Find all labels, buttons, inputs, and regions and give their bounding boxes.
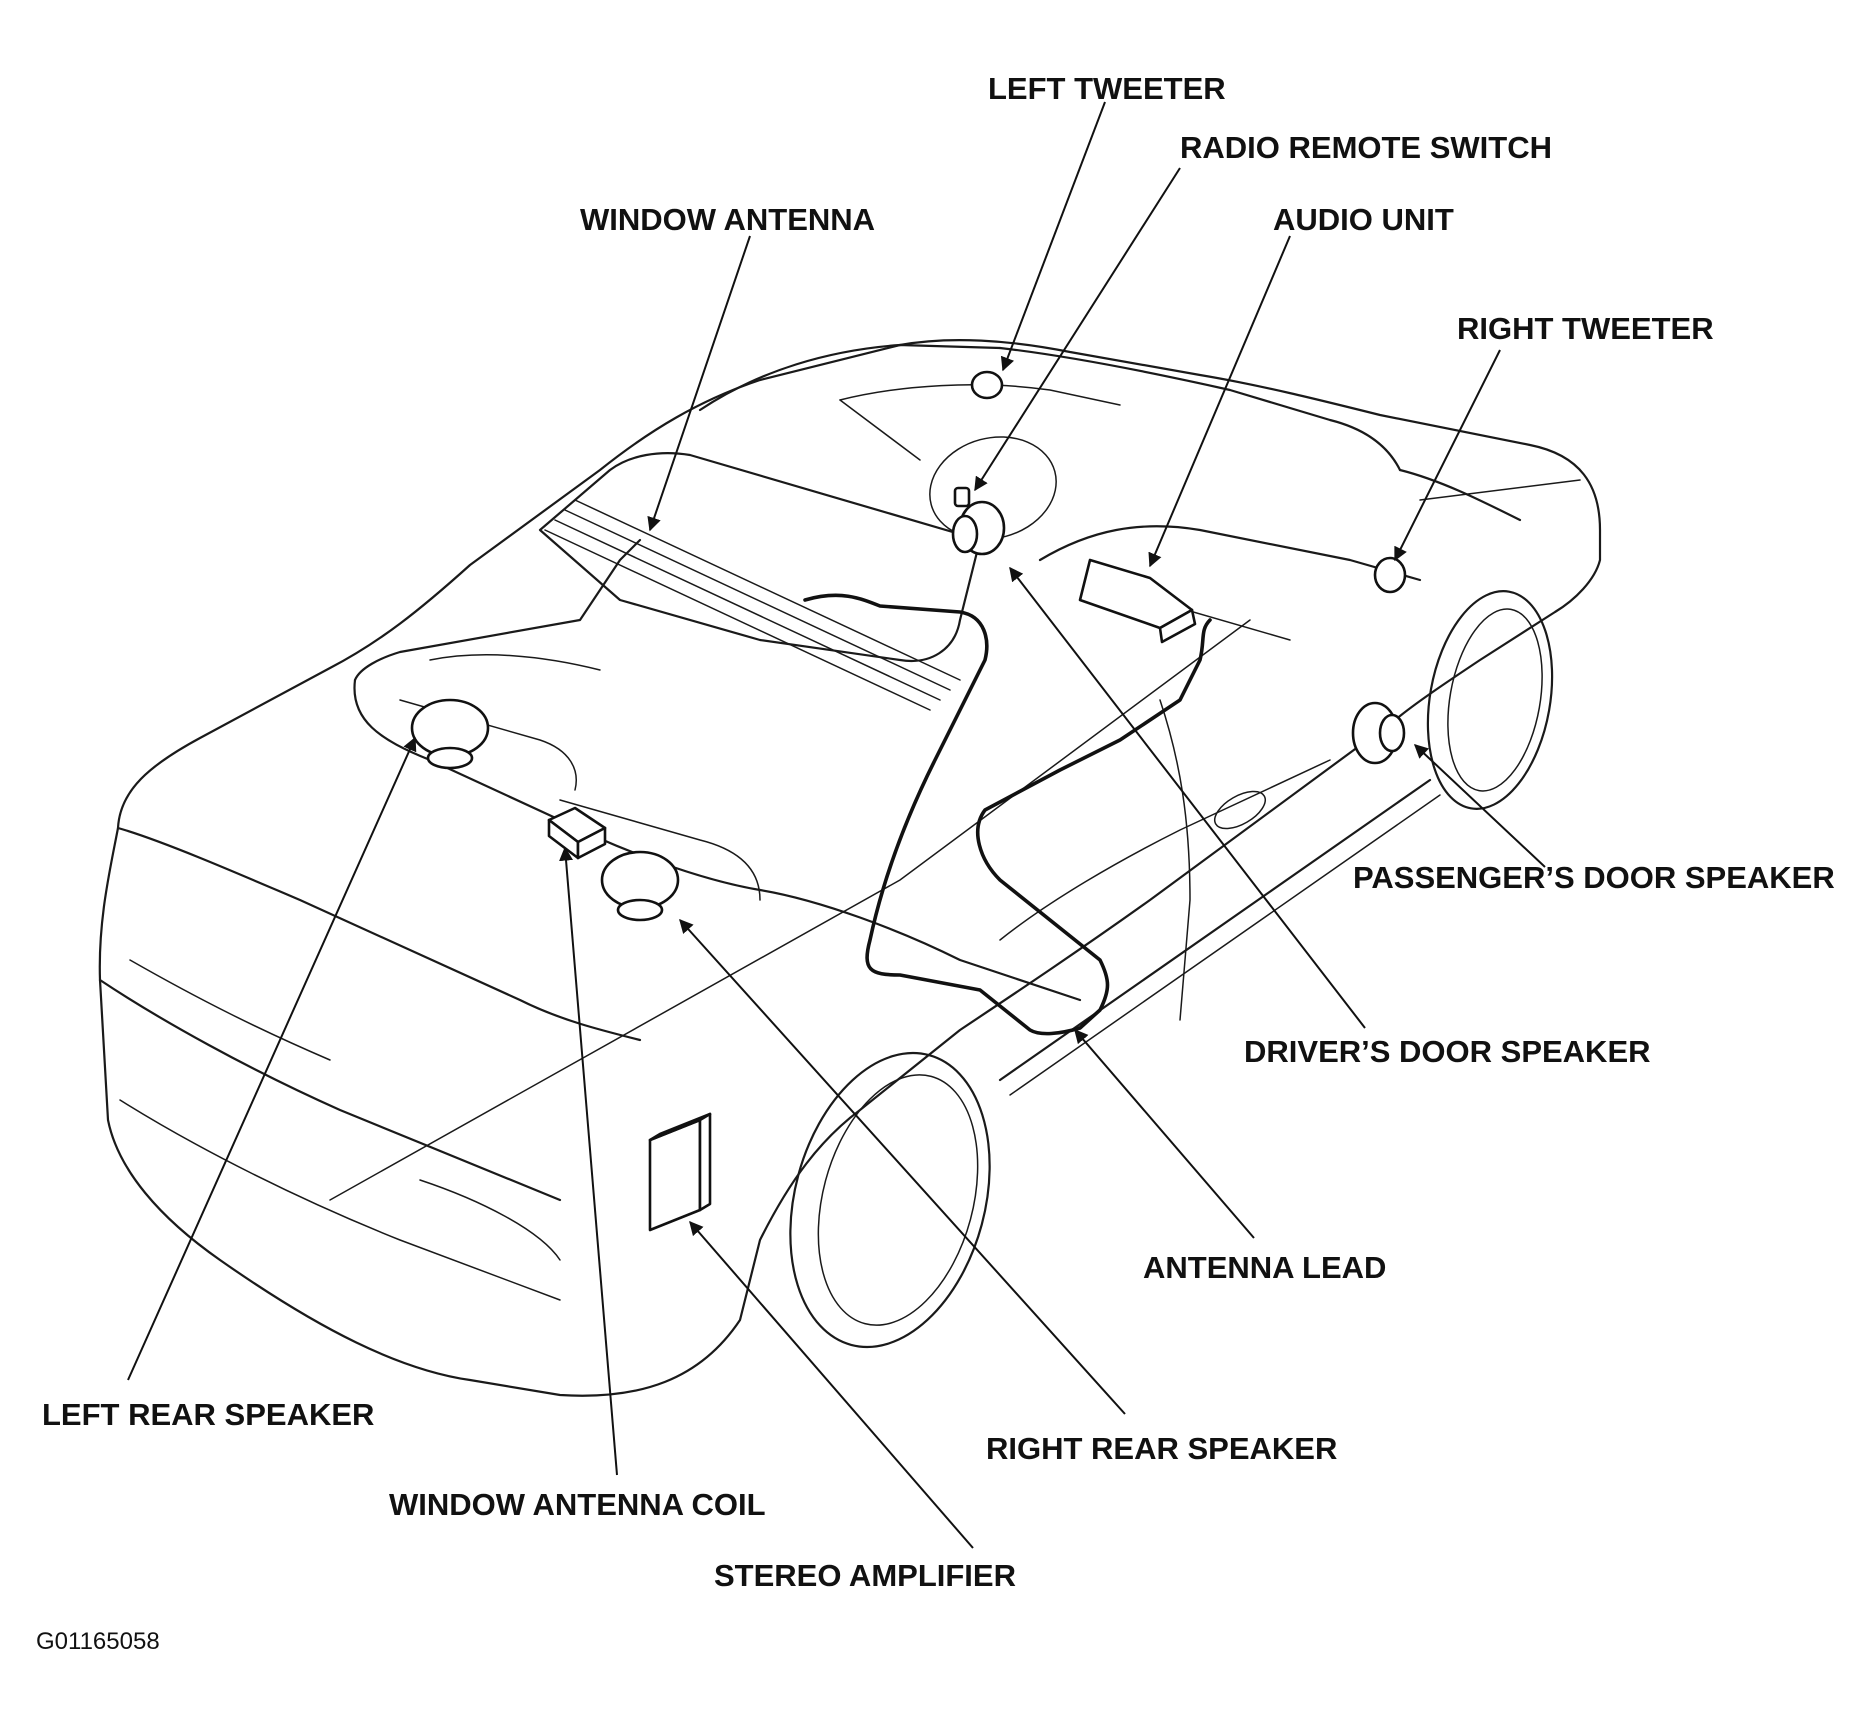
left-tweeter-component <box>970 370 1004 400</box>
right-tweeter-component <box>1373 556 1407 594</box>
label-left-tweeter: LEFT TWEETER <box>988 71 1226 106</box>
label-left-rear-speaker: LEFT REAR SPEAKER <box>42 1397 374 1432</box>
stereo-amplifier-component <box>648 1112 712 1232</box>
car-outline <box>98 339 1602 1397</box>
label-right-rear-speaker: RIGHT REAR SPEAKER <box>986 1431 1337 1466</box>
label-window-antenna-coil: WINDOW ANTENNA COIL <box>389 1487 766 1522</box>
audio-unit-component <box>1078 558 1197 644</box>
label-audio-unit: AUDIO UNIT <box>1273 202 1454 237</box>
figure-code: G01165058 <box>36 1628 160 1655</box>
leader-lines <box>127 101 1546 1549</box>
label-radio-remote-switch: RADIO REMOTE SWITCH <box>1180 130 1552 165</box>
label-stereo-amplifier: STEREO AMPLIFIER <box>714 1558 1016 1593</box>
radio-remote-switch-component <box>953 486 971 508</box>
label-window-antenna: WINDOW ANTENNA <box>580 202 875 237</box>
drivers-door-speaker-component <box>951 500 1006 556</box>
label-drivers-door-speaker: DRIVER’S DOOR SPEAKER <box>1244 1034 1651 1069</box>
label-passengers-door-speaker: PASSENGER’S DOOR SPEAKER <box>1353 860 1835 895</box>
antenna-lead-cable <box>803 593 1212 1036</box>
right-rear-speaker-component <box>600 850 680 922</box>
window-antenna-coil-component <box>547 806 607 860</box>
passengers-door-speaker-component <box>1351 701 1406 765</box>
label-antenna-lead: ANTENNA LEAD <box>1143 1250 1386 1285</box>
label-right-tweeter: RIGHT TWEETER <box>1457 311 1714 346</box>
left-rear-speaker-component <box>410 698 490 770</box>
